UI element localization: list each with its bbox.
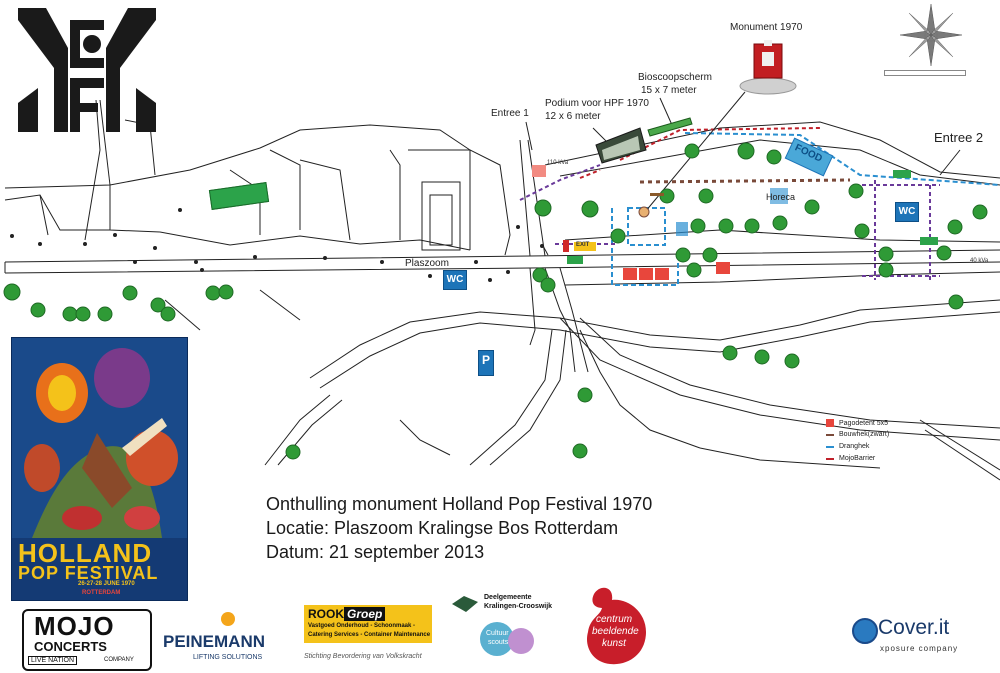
entree1-label: Entree 1	[491, 108, 529, 119]
tree-icon	[3, 142, 988, 460]
poster-dates: 26-27-28 JUNE 1970	[78, 581, 135, 587]
horeca-label: Horeca	[766, 192, 796, 202]
entree2-label: Entree 2	[934, 130, 984, 145]
podium-title: Podium voor HPF 1970	[545, 98, 649, 109]
company-text: COMPANY	[104, 657, 134, 663]
peinemann-sub: LIFTING SOLUTIONS	[193, 654, 263, 661]
kva110-label: 110 kVa	[547, 160, 569, 166]
event-location: Locatie: Plaszoom Kralingse Bos Rotterda…	[266, 518, 619, 538]
peinemann-icon	[221, 612, 235, 626]
event-title: Onthulling monument Holland Pop Festival…	[266, 494, 653, 514]
deelgemeente-text-1: Deelgemeente	[484, 594, 532, 601]
poster-title-1: HOLLAND	[18, 538, 153, 568]
event-info: Onthulling monument Holland Pop Festival…	[266, 492, 652, 564]
legend-item-bouwhek: Bouwhek(zwart)	[826, 431, 889, 438]
cover-sub: xposure company	[880, 644, 959, 653]
dash-swatch-icon	[826, 433, 834, 436]
sponsor-deelgemeente: Deelgemeente Kralingen-Crooswijk Cultuur…	[450, 594, 570, 664]
cultuurscouts-icon	[508, 628, 534, 654]
concerts-text: CONCERTS	[34, 639, 107, 654]
centrum-text-3: kunst	[602, 638, 626, 649]
rook-line2: Catering Services - Container Maintenanc…	[308, 632, 431, 638]
dash-swatch-icon	[826, 457, 834, 460]
deelgemeente-icon	[452, 596, 478, 612]
monument-spot	[638, 206, 650, 218]
cover-text: Cover.it	[878, 616, 950, 639]
rook-text: ROOK	[308, 607, 344, 621]
legend-item-pagodetent: Pagodetent 5x5	[826, 419, 888, 427]
plaszoom-label: Plaszoom	[405, 258, 449, 269]
kva40-label: 40 kVa	[970, 258, 989, 264]
cover-icon	[852, 618, 878, 644]
legend-item-dranghek: Dranghek	[826, 443, 869, 450]
centrum-text-1: centrum	[596, 614, 633, 625]
screen-icon	[647, 117, 693, 137]
centrum-text-2: beeldende	[592, 626, 639, 637]
deelgemeente-text-2: Kralingen-Crooswijk	[484, 603, 553, 610]
groep-text: Groep	[344, 607, 386, 621]
hpf-logo-icon	[18, 8, 156, 132]
sponsor-rook: ROOK Groep Vastgoed Onderhoud - Schoonma…	[304, 605, 434, 667]
compass-rose-icon	[900, 4, 962, 66]
poster-city: ROTTERDAM	[82, 590, 121, 596]
scouts-text: scouts	[488, 639, 509, 646]
monument-icon	[739, 40, 797, 95]
bioscoop-size: 15 x 7 meter	[641, 85, 697, 96]
poster-artwork	[12, 338, 187, 538]
bioscoop-title: Bioscoopscherm	[638, 72, 712, 83]
exit-icon	[563, 170, 938, 264]
live-nation-text: LIVE NATION	[28, 656, 78, 665]
peinemann-text: PEINEMANN	[163, 632, 266, 651]
mojo-text: MOJO	[34, 611, 115, 641]
podium-size: 12 x 6 meter	[545, 111, 601, 122]
sponsor-peinemann: PEINEMANN LIFTING SOLUTIONS	[163, 612, 293, 668]
sponsor-mojo: MOJO CONCERTS LIVE NATION COMPANY	[22, 609, 152, 671]
scale-bar	[884, 70, 966, 76]
cultuur-text: Cultuur	[486, 630, 509, 637]
exit-label: EXIT	[576, 242, 590, 248]
rook-foot: Stichting Bevordering van Volkskracht	[304, 653, 422, 660]
event-date: Datum: 21 september 2013	[266, 542, 485, 562]
legend-item-mojobarrier: MojoBarrier	[826, 455, 875, 462]
poster-title-2: POP FESTIVAL	[18, 563, 159, 583]
dash-swatch-icon	[826, 445, 834, 448]
wc-icon: WC	[443, 270, 467, 290]
sponsor-cover: Cover.it xposure company	[852, 616, 978, 662]
parking-icon: P	[478, 350, 494, 376]
sponsor-centrum: centrum beeldende kunst	[580, 582, 652, 670]
wc-icon: WC	[895, 202, 919, 222]
food-truck	[784, 137, 834, 177]
monument-label: Monument 1970	[730, 22, 803, 33]
tent-swatch-icon	[826, 419, 834, 427]
centrum-icon	[586, 587, 646, 665]
pagoda-tents	[532, 165, 730, 280]
festival-poster: HOLLAND POP FESTIVAL 26-27-28 JUNE 1970 …	[11, 337, 188, 601]
rook-line1: Vastgoed Onderhoud - Schoonmaak -	[308, 623, 416, 629]
